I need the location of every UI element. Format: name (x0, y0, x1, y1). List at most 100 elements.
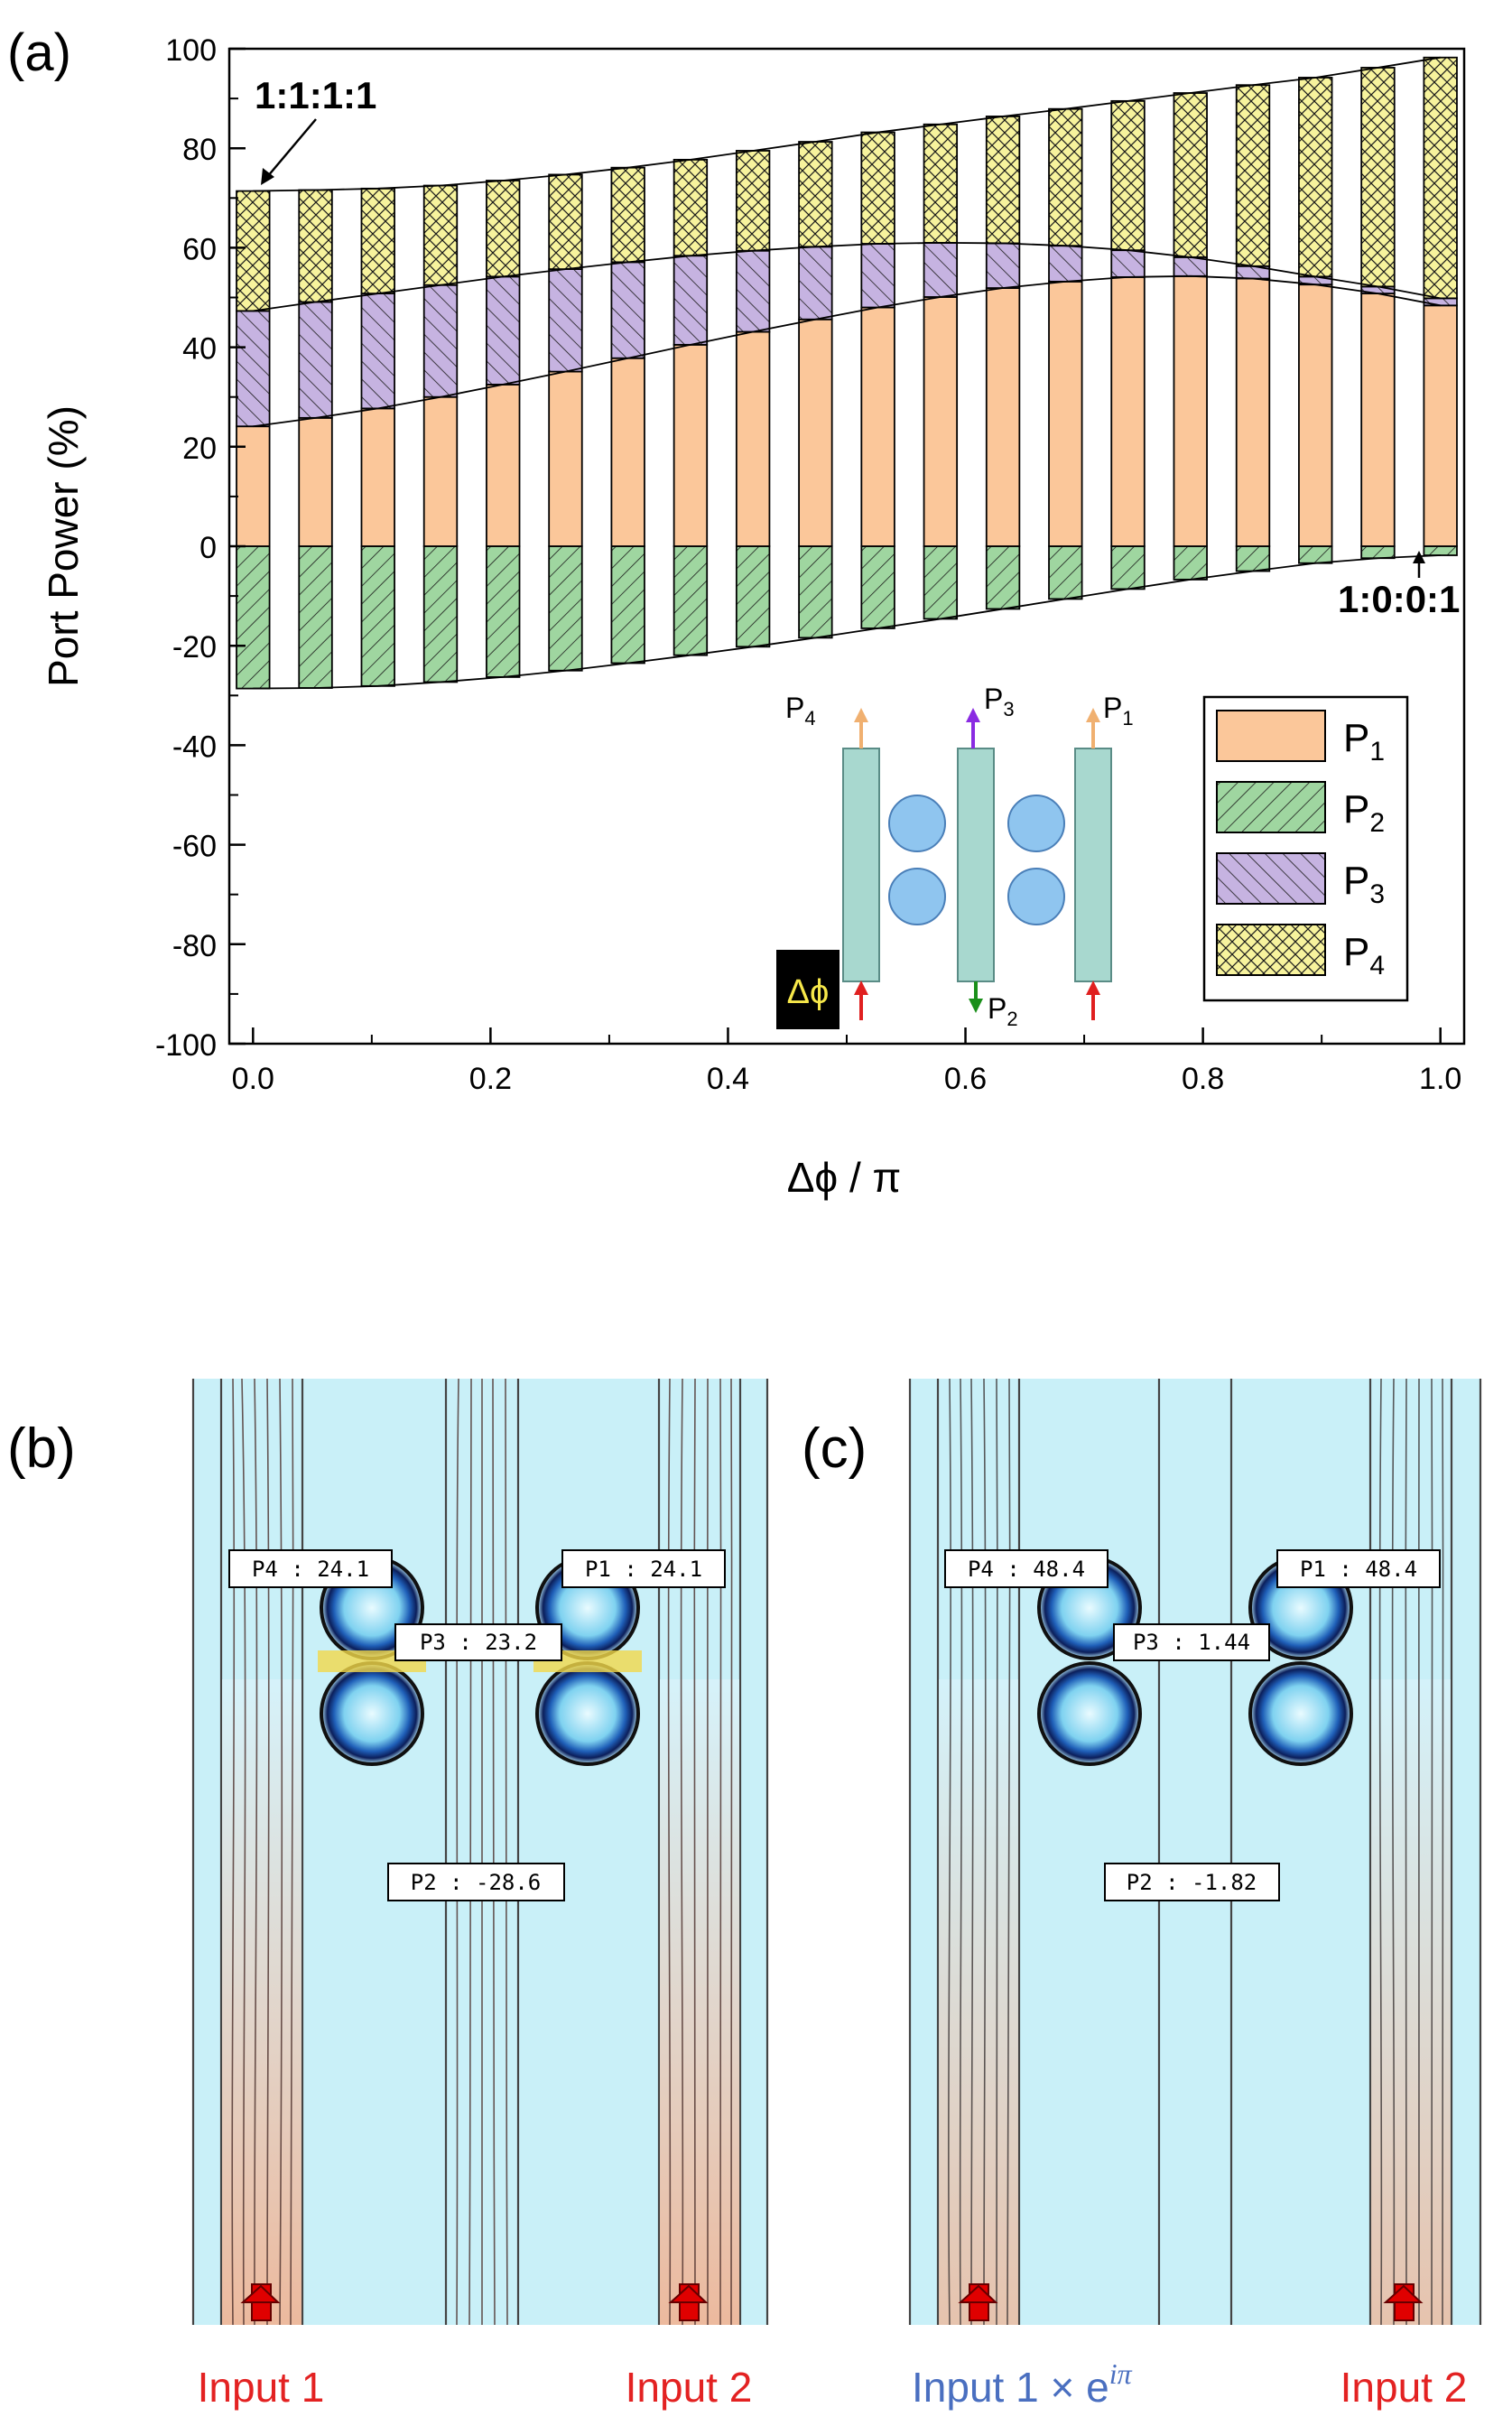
panel-label-c: (c) (802, 1417, 867, 1480)
bar-p2 (548, 545, 583, 672)
input-label-1-b: Input 1 (198, 2364, 325, 2411)
field-simulation-c: P4 : 48.4 P1 : 48.4 P3 : 1.44 P2 : -1.82… (908, 1378, 1482, 2411)
bar-p4 (236, 190, 271, 312)
legend-swatch-p1 (1216, 710, 1326, 762)
waveguide-center (957, 748, 995, 982)
svg-text:P3 : 1.44: P3 : 1.44 (1133, 1630, 1250, 1655)
label-p1-b: P1 : 24.1 (561, 1549, 726, 1588)
port-arrow-p2 (969, 981, 983, 1013)
input-arrow-right (1086, 981, 1100, 1020)
phase-shifter-label: Δϕ (787, 973, 830, 1011)
waveguide-right (1074, 748, 1112, 982)
ring-resonator (888, 868, 946, 925)
ring-resonator (888, 795, 946, 852)
y-tick-label: -80 (172, 929, 217, 963)
bar-p2 (1360, 545, 1396, 560)
bar-p1 (673, 343, 709, 547)
bar-p4 (985, 116, 1021, 245)
legend-entry-p4: P4 (1216, 924, 1385, 981)
bar-p4 (610, 166, 645, 264)
x-tick-label: 1.0 (1419, 1062, 1461, 1096)
bar-p3 (360, 293, 395, 410)
bar-p2 (673, 545, 709, 656)
y-tick-label: 40 (182, 332, 217, 367)
input-arrow-1-c (958, 2283, 998, 2321)
bar-p1 (860, 306, 895, 547)
bar-p3 (548, 268, 583, 373)
bar-p3 (610, 261, 645, 359)
inset-label-p1: P1 (1103, 692, 1134, 730)
label-p3-c: P3 : 1.44 (1113, 1623, 1270, 1661)
annotation-start-arrow (266, 118, 317, 178)
bar-p2 (860, 545, 895, 629)
bars-group (236, 56, 1458, 690)
bar-p3 (1173, 256, 1208, 277)
legend-swatch-p3 (1216, 852, 1326, 905)
label-p3-b: P3 : 23.2 (394, 1623, 562, 1661)
inset-schematic: P4 P3 P1 P2 Δϕ (776, 683, 1134, 1030)
bar-p1 (360, 407, 395, 547)
bar-p3 (1048, 245, 1083, 283)
bar-p1 (1360, 293, 1396, 547)
input-label-2-c: Input 2 (1340, 2364, 1468, 2411)
bar-p1 (985, 287, 1021, 547)
port-arrow-p3 (966, 708, 980, 748)
bar-p1 (735, 330, 771, 547)
legend-entry-p1: P1 (1216, 710, 1385, 767)
bar-p1 (1235, 277, 1271, 547)
bar-p1 (1298, 283, 1333, 547)
bar-p1 (610, 357, 645, 547)
bar-p3 (798, 246, 833, 321)
bar-p4 (360, 187, 395, 294)
label-p1-c: P1 : 48.4 (1276, 1549, 1441, 1588)
bar-p2 (1110, 545, 1146, 590)
bar-p3 (236, 310, 271, 428)
bar-p1 (422, 395, 459, 547)
y-tick-label: -60 (172, 830, 217, 864)
annotation-end-arrowhead (1413, 551, 1425, 563)
y-tick-label: 60 (182, 232, 217, 266)
inset-label-p3: P3 (984, 683, 1015, 720)
bar-p4 (1423, 56, 1458, 300)
y-tick-label: 20 (182, 432, 217, 466)
bar-p4 (860, 131, 895, 245)
inset-label-p4: P4 (785, 692, 816, 730)
x-tick-label: 0.4 (707, 1062, 749, 1096)
ring-fields (318, 1556, 642, 1766)
bar-p4 (422, 184, 459, 286)
svg-text:P4 : 24.1: P4 : 24.1 (252, 1557, 369, 1582)
bar-p3 (1110, 249, 1146, 278)
waveguide-right-field (660, 1679, 739, 2325)
legend-entry-p3: P3 (1216, 852, 1385, 909)
bar-p1 (236, 425, 271, 547)
legend-label-p1: P1 (1343, 716, 1385, 767)
bar-p4 (923, 123, 959, 244)
x-tick-label: 0.8 (1182, 1062, 1224, 1096)
bar-p2 (360, 545, 395, 687)
legend-label-p3: P3 (1343, 859, 1385, 909)
bar-p2 (1235, 545, 1271, 572)
port-arrow-p4 (854, 708, 868, 748)
ring-fields (1037, 1556, 1353, 1766)
bar-p4 (298, 189, 333, 303)
y-tick-label: -40 (172, 730, 217, 764)
legend-entry-p2: P2 (1216, 781, 1385, 838)
x-tick-label: 0.6 (944, 1062, 987, 1096)
y-tick-label: 100 (165, 33, 217, 68)
bar-p3 (923, 241, 959, 298)
bar-p2 (923, 545, 959, 620)
x-tick-label: 0.0 (232, 1062, 274, 1096)
bar-p1 (1048, 280, 1083, 547)
bar-p2 (610, 545, 645, 665)
bar-p2 (1048, 545, 1083, 600)
bar-p1 (923, 296, 959, 547)
legend-swatch-p4 (1216, 924, 1326, 976)
label-p2-b: P2 : -28.6 (387, 1863, 565, 1901)
panel-label-b: (b) (7, 1417, 76, 1480)
label-p4-b: P4 : 24.1 (228, 1549, 393, 1588)
bar-p2 (486, 545, 521, 678)
